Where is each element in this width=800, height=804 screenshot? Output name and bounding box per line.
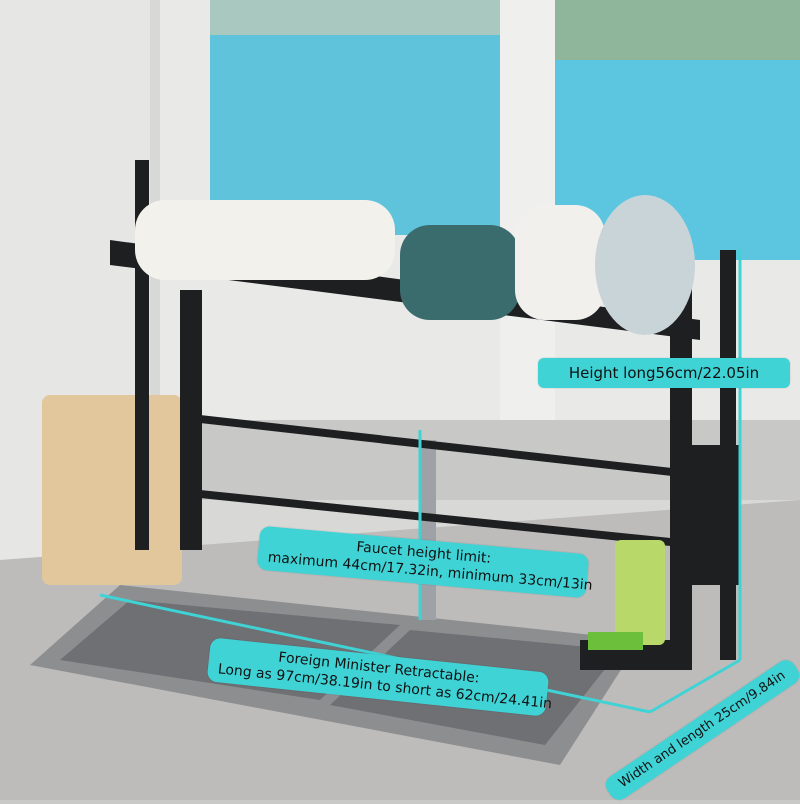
cutting-board: [42, 395, 182, 585]
measurement-lines: [99, 250, 742, 714]
faucet: [420, 440, 436, 620]
dishes: [135, 195, 695, 335]
soap-bottle: [615, 540, 665, 645]
height-annotation: Height long56cm/22.05in: [538, 358, 790, 388]
